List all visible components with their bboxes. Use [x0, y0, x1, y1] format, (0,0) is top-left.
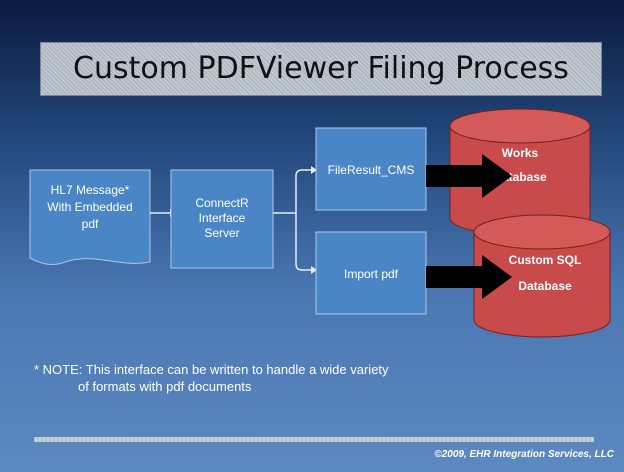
works-db-label-line1: Works: [502, 146, 539, 160]
works-database-cylinder: [449, 108, 591, 236]
footnote-line2: of formats with pdf documents: [78, 379, 252, 394]
footer-divider: [34, 437, 594, 442]
hl7-label-line2: With Embedded: [47, 200, 132, 214]
connector-branch: [273, 169, 312, 271]
connectr-box: [170, 169, 274, 269]
connectr-label-line2: Interface: [199, 211, 246, 225]
arrowhead-fileresult: [311, 166, 317, 174]
import-box: [315, 231, 427, 315]
fileresult-label: FileResult_CMS: [328, 163, 415, 177]
slide-title: Custom PDFViewer Filing Process: [73, 51, 569, 86]
arrowhead-import: [311, 266, 317, 274]
arrow-to-sql-db: [426, 255, 512, 299]
sql-database-cylinder: [473, 214, 611, 338]
hl7-document-shape: [29, 169, 151, 265]
hl7-label-line3: pdf: [82, 217, 99, 231]
connectr-label-line1: ConnectR: [195, 196, 249, 210]
hl7-label-line1: HL7 Message*: [51, 183, 130, 197]
import-label: Import pdf: [344, 267, 399, 281]
copyright-text: ©2009, EHR Integration Services, LLC: [434, 449, 614, 460]
footnote-line1: * NOTE: This interface can be written to…: [34, 362, 389, 377]
title-banner: Custom PDFViewer Filing Process: [40, 42, 602, 96]
sql-db-label-line1: Custom SQL: [509, 253, 582, 267]
sql-db-label-line2: Database: [518, 279, 572, 293]
connectr-label-line3: Server: [204, 226, 239, 240]
arrow-to-works-db: [426, 154, 512, 198]
